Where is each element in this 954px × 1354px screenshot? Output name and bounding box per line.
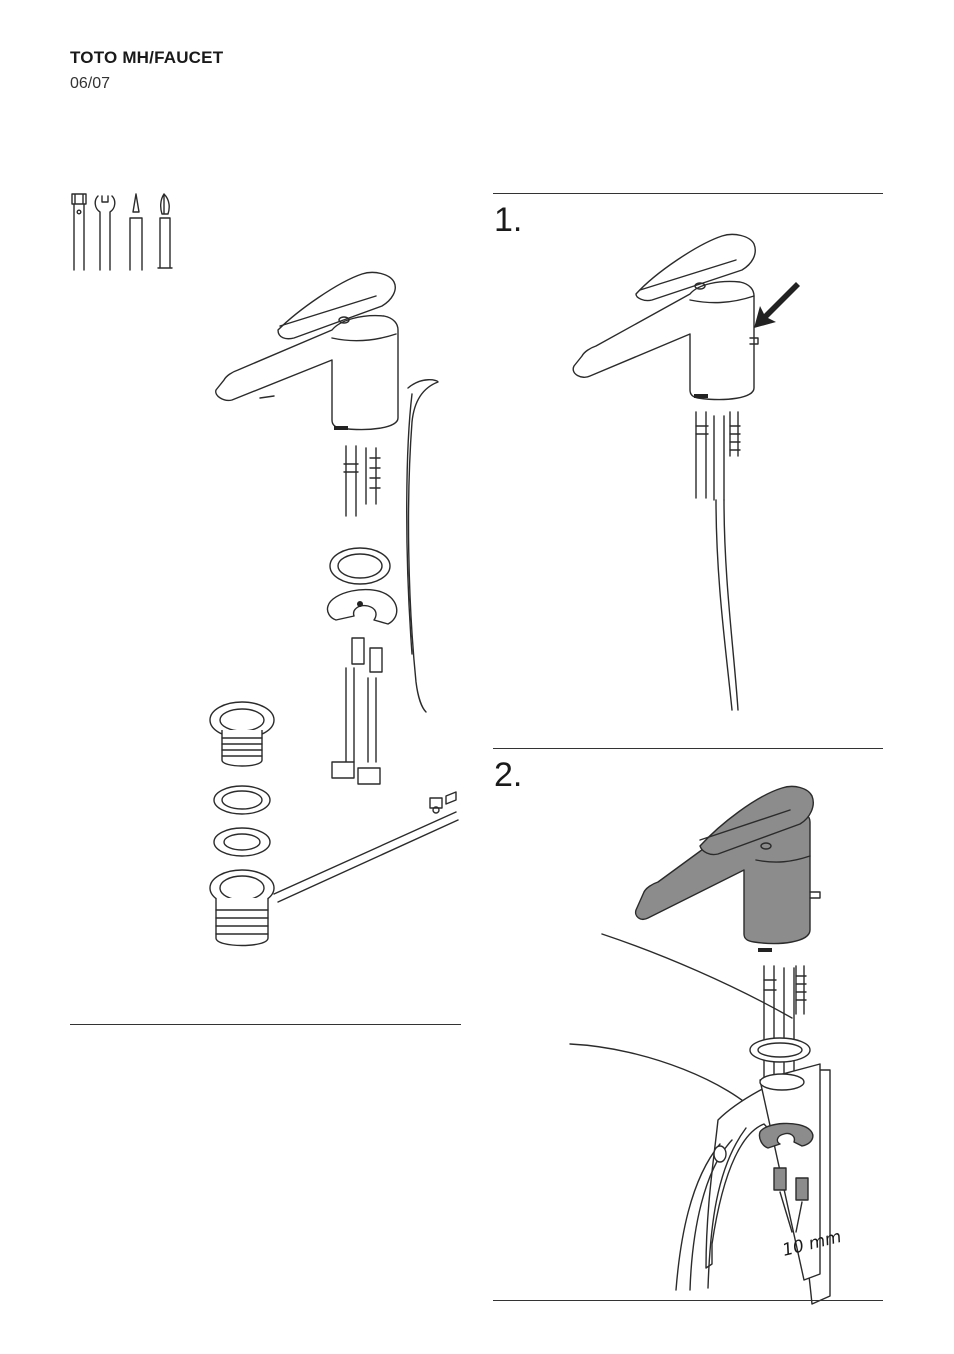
step-1-number: 1. — [494, 201, 522, 240]
divider-left-bottom — [70, 1024, 461, 1025]
step-1-illustration — [560, 230, 820, 720]
faucet-illustration — [573, 234, 755, 399]
sink-edge — [570, 934, 792, 1114]
divider-step-1 — [493, 193, 883, 194]
step-2-illustration: 10 mm — [560, 780, 860, 1292]
faucet-illustration — [636, 786, 820, 952]
brand-mark-icon — [334, 426, 348, 430]
open-wrench-icon — [95, 196, 115, 270]
mounting-nuts — [774, 1168, 786, 1190]
mounting-studs — [346, 668, 376, 762]
gasket-ring — [750, 1038, 810, 1062]
divider-step-2 — [493, 748, 883, 749]
phillips-screwdriver-icon — [158, 194, 172, 268]
supply-hoses — [696, 412, 738, 500]
mounting-nuts — [352, 638, 382, 672]
arrow-icon — [754, 282, 800, 328]
divider-step-2-bottom — [493, 1300, 883, 1301]
flat-screwdriver-icon — [130, 194, 142, 270]
pop-up-drain-parts — [210, 702, 458, 946]
step-2-number: 2. — [494, 756, 522, 795]
horseshoe-washer — [327, 590, 396, 624]
document-title: TOTO MH/FAUCET — [70, 48, 223, 68]
parts-exploded-illustration — [200, 268, 470, 958]
document-date: 06/07 — [70, 75, 110, 93]
faucet-illustration — [216, 272, 398, 430]
socket-wrench-icon — [72, 194, 86, 270]
drain-rod — [716, 500, 738, 710]
tools-row — [68, 190, 188, 272]
